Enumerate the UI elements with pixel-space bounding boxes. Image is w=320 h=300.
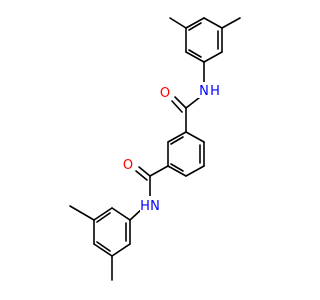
upper-left-methyl-bond bbox=[169, 17, 187, 29]
upper-oxygen-label: O bbox=[160, 86, 170, 101]
molecule-diagram: O N H O N H bbox=[69, 17, 241, 281]
lower-left-methyl-bond bbox=[69, 205, 95, 221]
lower-oxygen-label: O bbox=[123, 158, 133, 173]
lower-dimethylphenyl-ring bbox=[93, 207, 131, 257]
upper-oxygen-atom: O bbox=[158, 84, 172, 101]
structure-canvas: O N H O N H bbox=[69, 17, 241, 281]
lower-nh-hydrogen-label: H bbox=[140, 199, 150, 214]
upper-carbonyl-c-o-bond-a bbox=[174, 96, 187, 109]
lower-ring-to-carbonyl-bond bbox=[149, 165, 169, 177]
upper-dimethylphenyl-ring bbox=[185, 17, 223, 63]
lower-carbonyl-c-o-bond-b bbox=[135, 170, 148, 181]
upper-nh-hydrogen-label: H bbox=[210, 84, 220, 99]
upper-right-methyl-bond bbox=[221, 17, 241, 29]
lower-carbonyl-c-o-bond-a bbox=[138, 166, 151, 177]
lower-nitrogen-label: N bbox=[150, 199, 160, 214]
upper-nitrogen-atom: N H bbox=[197, 82, 221, 99]
lower-nitrogen-atom: N H bbox=[140, 196, 162, 214]
lower-oxygen-atom: O bbox=[121, 156, 135, 173]
central-benzene-ring bbox=[167, 131, 205, 177]
upper-nitrogen-label: N bbox=[199, 84, 209, 99]
upper-carbonyl-c-o-bond-b bbox=[171, 100, 183, 113]
